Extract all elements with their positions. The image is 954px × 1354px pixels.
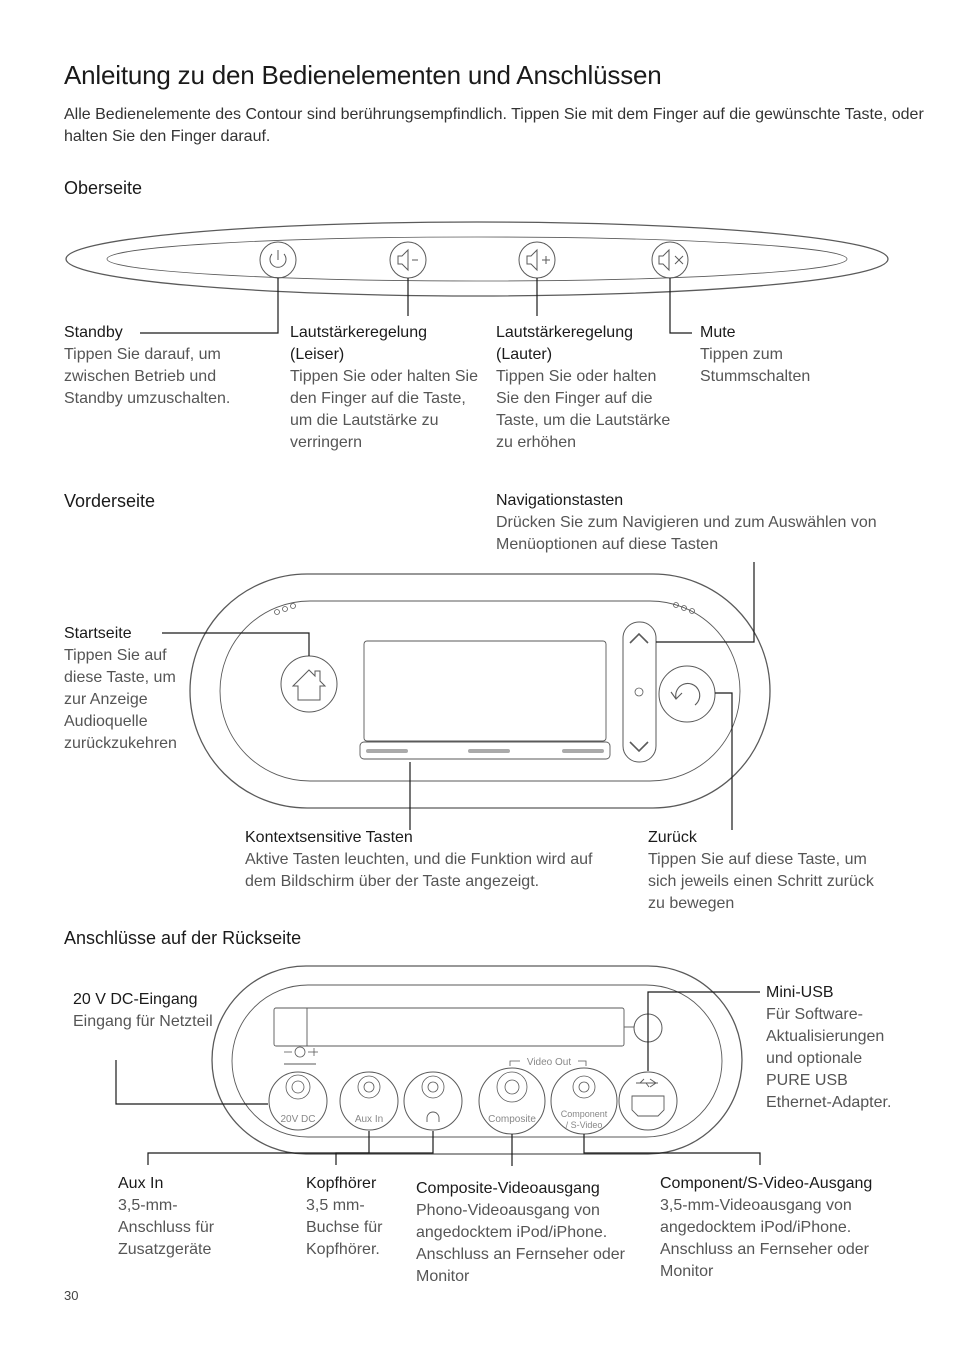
composite-port[interactable]: Composite <box>478 1067 546 1135</box>
port-label: Aux In <box>355 1114 383 1125</box>
callout-desc: Drücken Sie zum Navigieren und zum Auswä… <box>496 514 877 553</box>
callout-desc: Tippen Sie auf diese Taste, um zur Anzei… <box>64 647 177 752</box>
page-number: 30 <box>64 1288 79 1303</box>
back-icon[interactable] <box>658 665 716 723</box>
callout-composite: Composite-Videoausgang Phono-Videoausgan… <box>416 1178 642 1288</box>
callout-heading: Kopfhörer <box>306 1175 377 1192</box>
aux-in-port[interactable]: Aux In <box>339 1071 399 1131</box>
callout-desc: Tippen Sie oder halten Sie den Finger au… <box>496 368 671 451</box>
port-label: Video Out <box>527 1057 572 1068</box>
callout-home: Startseite Tippen Sie auf diese Taste, u… <box>64 623 194 755</box>
section-heading-front: Vorderseite <box>64 491 156 511</box>
section-heading-rear: Anschlüsse auf der Rückseite <box>64 928 302 948</box>
callout-heading: Mute <box>700 324 736 341</box>
callout-heading: Composite-Videoausgang <box>416 1180 600 1197</box>
callout-desc: Aktive Tasten leuchten, und die Funktion… <box>245 851 593 890</box>
standby-icon[interactable] <box>259 241 297 279</box>
section-heading-top: Oberseite <box>64 178 143 198</box>
headphones-icon <box>426 1111 440 1122</box>
volume-down-icon[interactable] <box>389 241 427 279</box>
callout-heading: Standby <box>64 324 123 341</box>
port-label: / S-Video <box>566 1120 603 1130</box>
callout-desc: 3,5 mm-Buchse für Kopfhörer. <box>306 1197 383 1258</box>
callout-aux-in: Aux In 3,5-mm-Anschluss für Zusatzgeräte <box>118 1173 238 1261</box>
callout-mute: Mute Tippen zum Stummschalten <box>700 322 830 388</box>
callout-desc: Phono-Videoausgang von angedocktem iPod/… <box>416 1202 625 1285</box>
callout-desc: Eingang für Netzteil <box>73 1013 213 1030</box>
callout-heading: Aux In <box>118 1175 164 1192</box>
top-view-illustration <box>65 221 889 334</box>
callout-heading: Startseite <box>64 625 132 642</box>
callout-desc: Tippen zum Stummschalten <box>700 346 811 385</box>
callout-navigation: Navigationstasten Drücken Sie zum Navigi… <box>496 490 896 556</box>
page-title: Anleitung zu den Bedienelementen und Ans… <box>64 60 662 90</box>
port-label: Component <box>561 1109 608 1119</box>
dc-input-port[interactable]: 20V DC <box>268 1071 328 1131</box>
component-port[interactable]: Component / S-Video <box>550 1067 618 1135</box>
port-label: 20V DC <box>280 1114 315 1125</box>
callout-back: Zurück Tippen Sie auf diese Taste, um si… <box>648 827 878 915</box>
chevron-up-icon[interactable] <box>629 632 649 644</box>
callout-desc: Für Software-Aktualisierungen und option… <box>766 1006 892 1111</box>
callout-headphones: Kopfhörer 3,5 mm-Buchse für Kopfhörer. <box>306 1173 402 1261</box>
callout-heading: Kontextsensitive Tasten <box>245 829 413 846</box>
callout-desc: 3,5-mm-Videoausgang von angedocktem iPod… <box>660 1197 869 1280</box>
select-dot-icon[interactable] <box>634 687 644 697</box>
mute-icon[interactable] <box>651 241 689 279</box>
callout-heading: Zurück <box>648 829 697 846</box>
callout-heading: Lautstärkeregelung (Leiser) <box>290 324 427 363</box>
callout-desc: 3,5-mm-Anschluss für Zusatzgeräte <box>118 1197 215 1258</box>
callout-dc-input: 20 V DC-Eingang Eingang für Netzteil <box>73 989 233 1033</box>
callout-heading: Component/S-Video-Ausgang <box>660 1175 873 1192</box>
port-label: Composite <box>488 1114 536 1125</box>
callout-heading: Navigationstasten <box>496 492 624 509</box>
chevron-down-icon[interactable] <box>629 741 649 753</box>
callout-component: Component/S-Video-Ausgang 3,5-mm-Videoau… <box>660 1173 920 1283</box>
intro-text: Alle Bedienelemente des Contour sind ber… <box>64 106 924 145</box>
callout-mini-usb: Mini-USB Für Software-Aktualisierungen u… <box>766 982 906 1114</box>
mini-usb-port[interactable] <box>618 1071 678 1131</box>
callout-standby: Standby Tippen Sie darauf, um zwischen B… <box>64 322 254 410</box>
dc-polarity-icon <box>284 1046 318 1065</box>
callout-heading: Lautstärkeregelung (Lauter) <box>496 324 633 363</box>
callout-heading: Mini-USB <box>766 984 834 1001</box>
video-out-group: Video Out <box>509 1057 587 1068</box>
callout-desc: Tippen Sie darauf, um zwischen Betrieb u… <box>64 346 231 407</box>
callout-volume-up: Lautstärkeregelung (Lauter) Tippen Sie o… <box>496 322 676 454</box>
callout-heading: 20 V DC-Eingang <box>73 991 198 1008</box>
callout-volume-down: Lautstärkeregelung (Leiser) Tippen Sie o… <box>290 322 482 454</box>
callout-desc: Tippen Sie oder halten Sie den Finger au… <box>290 368 478 451</box>
volume-up-icon[interactable] <box>518 241 556 279</box>
callout-desc: Tippen Sie auf diese Taste, um sich jewe… <box>648 851 874 912</box>
rear-view-illustration: 20V DC Aux In Video Out Composite <box>115 965 761 1166</box>
front-view-illustration <box>162 562 771 830</box>
headphones-port[interactable] <box>403 1071 463 1131</box>
usb-icon <box>636 1078 658 1088</box>
callout-context-keys: Kontextsensitive Tasten Aktive Tasten le… <box>245 827 615 893</box>
navigation-buttons[interactable] <box>622 621 657 763</box>
home-icon[interactable] <box>280 655 338 713</box>
